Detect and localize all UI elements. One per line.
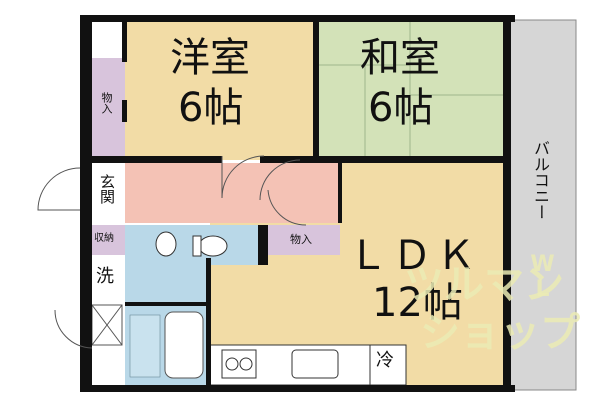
shower-grid	[129, 314, 161, 378]
western-room-size: 6帖	[178, 85, 244, 131]
washroom-label: 洗	[96, 266, 114, 287]
storage-left-area	[92, 58, 125, 158]
ldk-name: ＬＤＫ	[348, 233, 480, 279]
refrigerator-label: 冷	[376, 350, 394, 371]
balcony-label: バルコニー	[531, 140, 550, 220]
japanese-room-size: 6帖	[368, 85, 434, 131]
walls	[80, 15, 515, 392]
storage-center-label: 物入	[290, 233, 312, 246]
closet-area	[92, 225, 125, 255]
closet-label: 収納	[94, 233, 114, 244]
watermark-letters: WL	[530, 252, 555, 302]
stove	[221, 349, 257, 379]
watermark-line1: ツルマン	[404, 262, 564, 308]
kitchen-sink	[291, 349, 339, 379]
laundry-cross-2	[91, 304, 123, 346]
entrance-label: 玄関	[98, 174, 116, 204]
door-swings	[37, 155, 307, 349]
storage-left-label: 物入	[100, 92, 113, 114]
western-room-area	[125, 20, 315, 160]
fridge-space	[369, 344, 407, 386]
toilet-bowl	[198, 235, 228, 257]
ldk-size: 12帖	[372, 280, 463, 326]
watermark-line2: ショップ	[420, 310, 580, 356]
washroom-label-area	[92, 258, 125, 303]
storage-center-area	[268, 225, 340, 255]
bathtub	[164, 311, 204, 379]
stove-burner-1	[225, 357, 239, 371]
balcony-area	[508, 19, 577, 391]
entrance-area	[92, 163, 125, 223]
wash-basin	[155, 231, 177, 257]
western-room-name: 洋室	[170, 35, 250, 81]
hallway-area-2	[125, 163, 340, 223]
japanese-room-name: 和室	[360, 35, 440, 81]
tatami-lines	[318, 20, 503, 160]
toilet-tank	[192, 235, 202, 257]
stove-burner-2	[239, 357, 253, 371]
